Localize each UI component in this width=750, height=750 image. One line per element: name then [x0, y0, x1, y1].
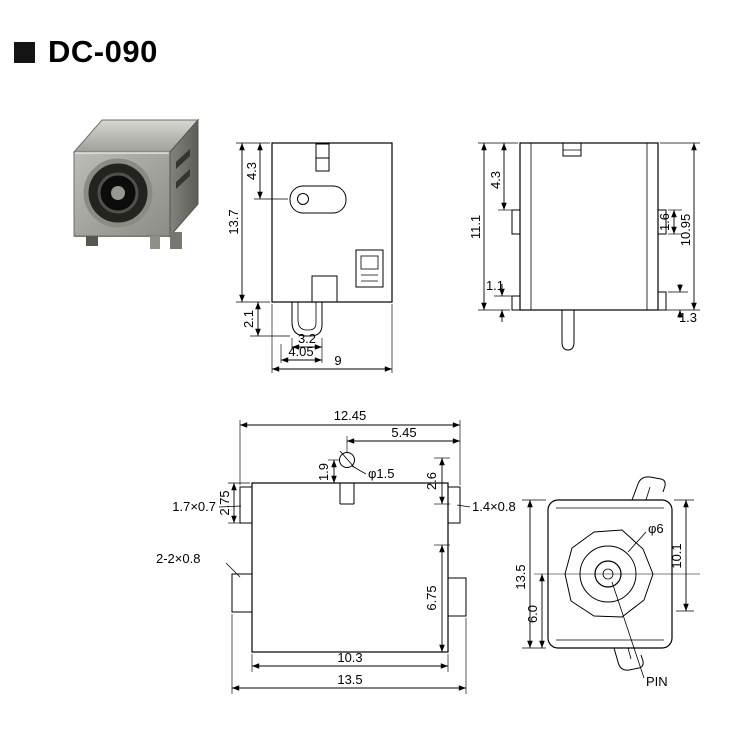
dim-side-body-depth: 9	[334, 353, 341, 368]
bullet-square-icon	[14, 41, 35, 63]
rear-view: 4.3 11.1 1.1 1.6 10.95 1.3	[468, 142, 700, 351]
dim-side-total-height: 13.7	[226, 209, 241, 234]
top-pad-right	[447, 577, 467, 617]
side-terminal	[355, 249, 384, 288]
front-top-tab	[631, 476, 666, 501]
photo-side-slot	[176, 169, 190, 189]
side-body-outline	[271, 142, 393, 303]
dim-front-total-height: 13.5	[513, 564, 528, 589]
dim-top-pad-right: 1.4×0.8	[472, 499, 516, 514]
photo-leg	[150, 236, 160, 249]
side-view: 13.7 4.3 2.1 3.2 4.05 9	[226, 142, 393, 373]
rear-tab-left-top	[511, 209, 521, 235]
side-pin-base	[311, 275, 338, 303]
rear-body-outline	[519, 142, 659, 311]
top-body-outline	[251, 482, 449, 653]
photo-leg	[86, 236, 98, 246]
top-tab-right	[447, 486, 461, 524]
dim-rear-right-height: 10.95	[678, 214, 693, 247]
dim-top-width-over-tabs: 12.45	[334, 408, 367, 423]
dim-side-hook-width: 3.2	[298, 331, 316, 346]
side-contact-spring	[289, 185, 347, 214]
front-barrel-housing	[564, 529, 654, 618]
dim-top-total-width: 13.5	[337, 672, 362, 687]
photo-center-pin	[111, 186, 125, 200]
dim-top-pin-to-edge: 5.45	[391, 425, 416, 440]
front-bottom-tab	[613, 647, 644, 671]
dim-rear-total-height: 11.1	[468, 215, 483, 239]
dim-rear-tab-top-offset: 4.3	[488, 171, 503, 189]
side-hook-pin	[291, 302, 323, 337]
dim-rear-tab-right-top: 1.6	[657, 213, 672, 231]
dim-side-pin-drop: 2.1	[241, 310, 256, 328]
top-pin-hole	[339, 452, 355, 468]
dim-top-tab-length: 2.75	[217, 490, 232, 515]
side-spring-hole	[297, 193, 309, 205]
front-pin-label: PIN	[646, 674, 668, 689]
dim-top-side-pads: 2-2×0.8	[156, 551, 200, 566]
dim-front-center-to-bottom: 6.0	[525, 605, 540, 623]
front-view: 13.5 6.0 10.1 φ6 PIN	[513, 476, 700, 689]
dim-side-barrel-center: 4.3	[244, 162, 259, 180]
top-view: 12.45 5.45 2.75 1.9 φ1.5 2.6 1.7×0.7	[156, 408, 516, 694]
rear-tab-right-top	[657, 209, 667, 235]
dim-top-side-pad-pos: 6.75	[424, 585, 439, 610]
page-header: DC-090	[14, 34, 158, 70]
dim-rear-tab-bottom-left: 1.1	[486, 278, 504, 293]
photo-side-slot	[176, 149, 190, 169]
photo-leg	[170, 232, 182, 249]
connector-photo	[72, 118, 200, 249]
dim-top-pad-left: 1.7×0.7	[172, 499, 216, 514]
dim-rear-tab-bottom-right: 1.3	[679, 310, 697, 325]
dim-top-right-offset: 2.6	[424, 472, 439, 490]
rear-top-detail	[562, 142, 582, 157]
dim-front-right-height: 10.1	[669, 543, 684, 568]
top-tab-left	[239, 486, 253, 524]
dim-front-barrel-diameter: φ6	[648, 521, 664, 536]
rear-tab-right-bottom	[657, 291, 667, 311]
top-pad-left	[231, 573, 253, 613]
dim-top-body-width: 10.3	[337, 650, 362, 665]
rear-tab-left-bottom	[511, 295, 521, 311]
rear-center-pin	[561, 310, 575, 351]
dim-top-pin-inset: 1.9	[316, 463, 331, 481]
model-title: DC-090	[48, 34, 158, 69]
dim-side-hook-offset: 4.05	[288, 344, 313, 359]
dim-top-pin-diameter: φ1.5	[368, 466, 395, 481]
